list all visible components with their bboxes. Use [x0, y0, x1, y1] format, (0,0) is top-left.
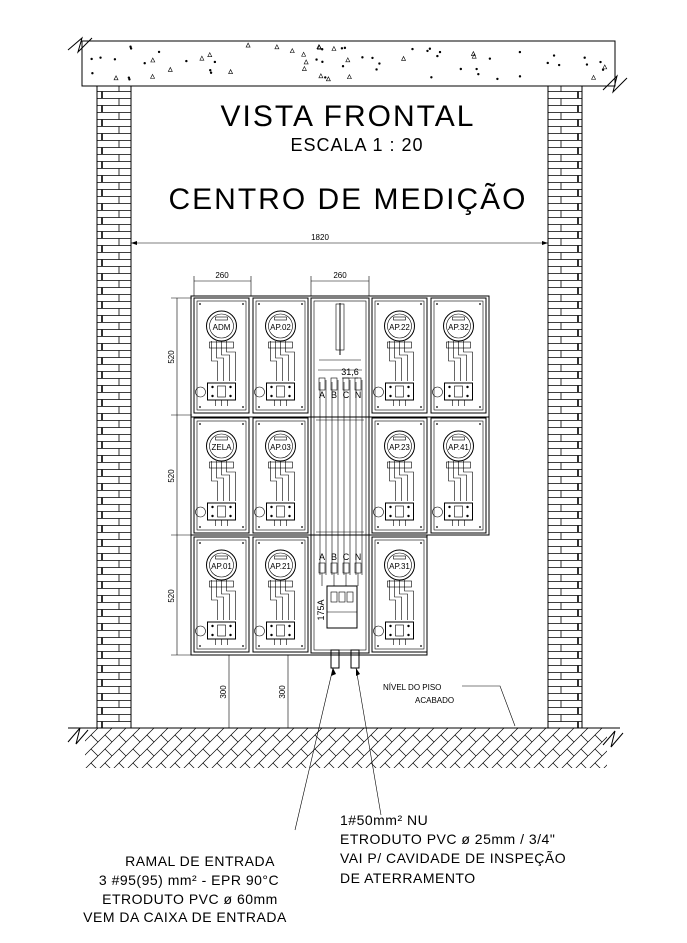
svg-text:300: 300 — [278, 685, 287, 699]
floor-label-line1: NÍVEL DO PISO — [383, 683, 441, 692]
svg-text:300: 300 — [219, 685, 228, 699]
meter-label: AP.23 — [389, 443, 410, 452]
module-height-dimensions: 520 520 520 — [167, 297, 192, 656]
meter-cell: AP.41 — [430, 417, 487, 534]
meter-label: AP.01 — [211, 562, 232, 571]
phase-label: B — [331, 390, 337, 400]
drawing-title: VISTA FRONTAL — [221, 100, 476, 133]
svg-text:VEM DA CAIXA DE ENTRADA: VEM DA CAIXA DE ENTRADA — [83, 909, 287, 925]
svg-text:520: 520 — [167, 350, 176, 364]
module-width-dimension-center: 260 — [310, 271, 370, 296]
meter-label: ADM — [213, 323, 231, 332]
meter-cell: AP.01 — [193, 536, 250, 653]
meter-cell: AP.22 — [371, 297, 428, 414]
phase-label: C — [343, 390, 350, 400]
meter-cell: AP.31 — [371, 536, 428, 653]
meter-cell: AP.32 — [430, 297, 487, 414]
meter-label: AP.21 — [270, 562, 291, 571]
drawing-scale: ESCALA 1 : 20 — [290, 135, 423, 155]
svg-text:RAMAL DE ENTRADA: RAMAL DE ENTRADA — [125, 853, 275, 869]
meter-cell: AP.03 — [252, 417, 309, 534]
module-width-dimension-left: 260 — [193, 271, 252, 296]
svg-text:260: 260 — [215, 271, 229, 280]
svg-text:3 #95(95) mm² - EPR 90°C: 3 #95(95) mm² - EPR 90°C — [99, 872, 279, 888]
meter-label: AP.41 — [448, 443, 469, 452]
phase-label: N — [355, 552, 362, 562]
meter-cell: AP.02 — [252, 297, 309, 414]
phase-label: N — [355, 390, 362, 400]
concrete-slab — [67, 36, 628, 94]
drawing-subtitle: CENTRO DE MEDIÇÃO — [168, 182, 527, 216]
entry-note: RAMAL DE ENTRADA 3 #95(95) mm² - EPR 90°… — [83, 853, 287, 925]
svg-text:1#50mm² NU: 1#50mm² NU — [340, 812, 428, 828]
svg-text:ETRODUTO PVC ø 60mm: ETRODUTO PVC ø 60mm — [102, 891, 278, 907]
svg-text:31,6: 31,6 — [341, 367, 359, 377]
leader-lines — [294, 667, 516, 831]
meter-label: ZELA — [211, 443, 232, 452]
floor-height-dimension-left: 300 — [219, 655, 230, 728]
floor-height-dimension-right: 300 — [278, 655, 289, 728]
left-brick-column — [96, 85, 132, 729]
phase-label: B — [331, 552, 337, 562]
svg-text:260: 260 — [333, 271, 347, 280]
ground-section — [67, 727, 624, 768]
meter-label: AP.32 — [448, 323, 469, 332]
floor-label-line2: ACABADO — [415, 696, 454, 705]
right-brick-column — [547, 85, 583, 729]
meter-label: AP.03 — [270, 443, 291, 452]
meter-cell: AP.21 — [252, 536, 309, 653]
main-breaker: 175A — [316, 585, 358, 629]
svg-text:520: 520 — [167, 469, 176, 483]
svg-text:DE ATERRAMENTO: DE ATERRAMENTO — [340, 870, 476, 886]
phase-label: A — [319, 552, 325, 562]
svg-text:ETRODUTO PVC ø 25mm / 3/4": ETRODUTO PVC ø 25mm / 3/4" — [340, 831, 555, 847]
svg-text:VAI P/ CAVIDADE DE INSPEÇÃO: VAI P/ CAVIDADE DE INSPEÇÃO — [340, 850, 566, 866]
svg-text:175A: 175A — [316, 599, 326, 620]
meter-label: AP.02 — [270, 323, 291, 332]
meter-label: AP.31 — [389, 562, 410, 571]
meter-label: AP.22 — [389, 323, 410, 332]
svg-text:1820: 1820 — [311, 233, 329, 242]
phase-label: A — [319, 390, 325, 400]
meter-cell: AP.23 — [371, 417, 428, 534]
total-width-dimension: 1820 — [131, 233, 548, 245]
ground-note: 1#50mm² NU ETRODUTO PVC ø 25mm / 3/4" VA… — [340, 812, 566, 886]
meter-cell: ADM — [193, 297, 250, 414]
svg-text:520: 520 — [167, 589, 176, 603]
meter-cell: ZELA — [193, 417, 250, 534]
phase-label: C — [343, 552, 350, 562]
